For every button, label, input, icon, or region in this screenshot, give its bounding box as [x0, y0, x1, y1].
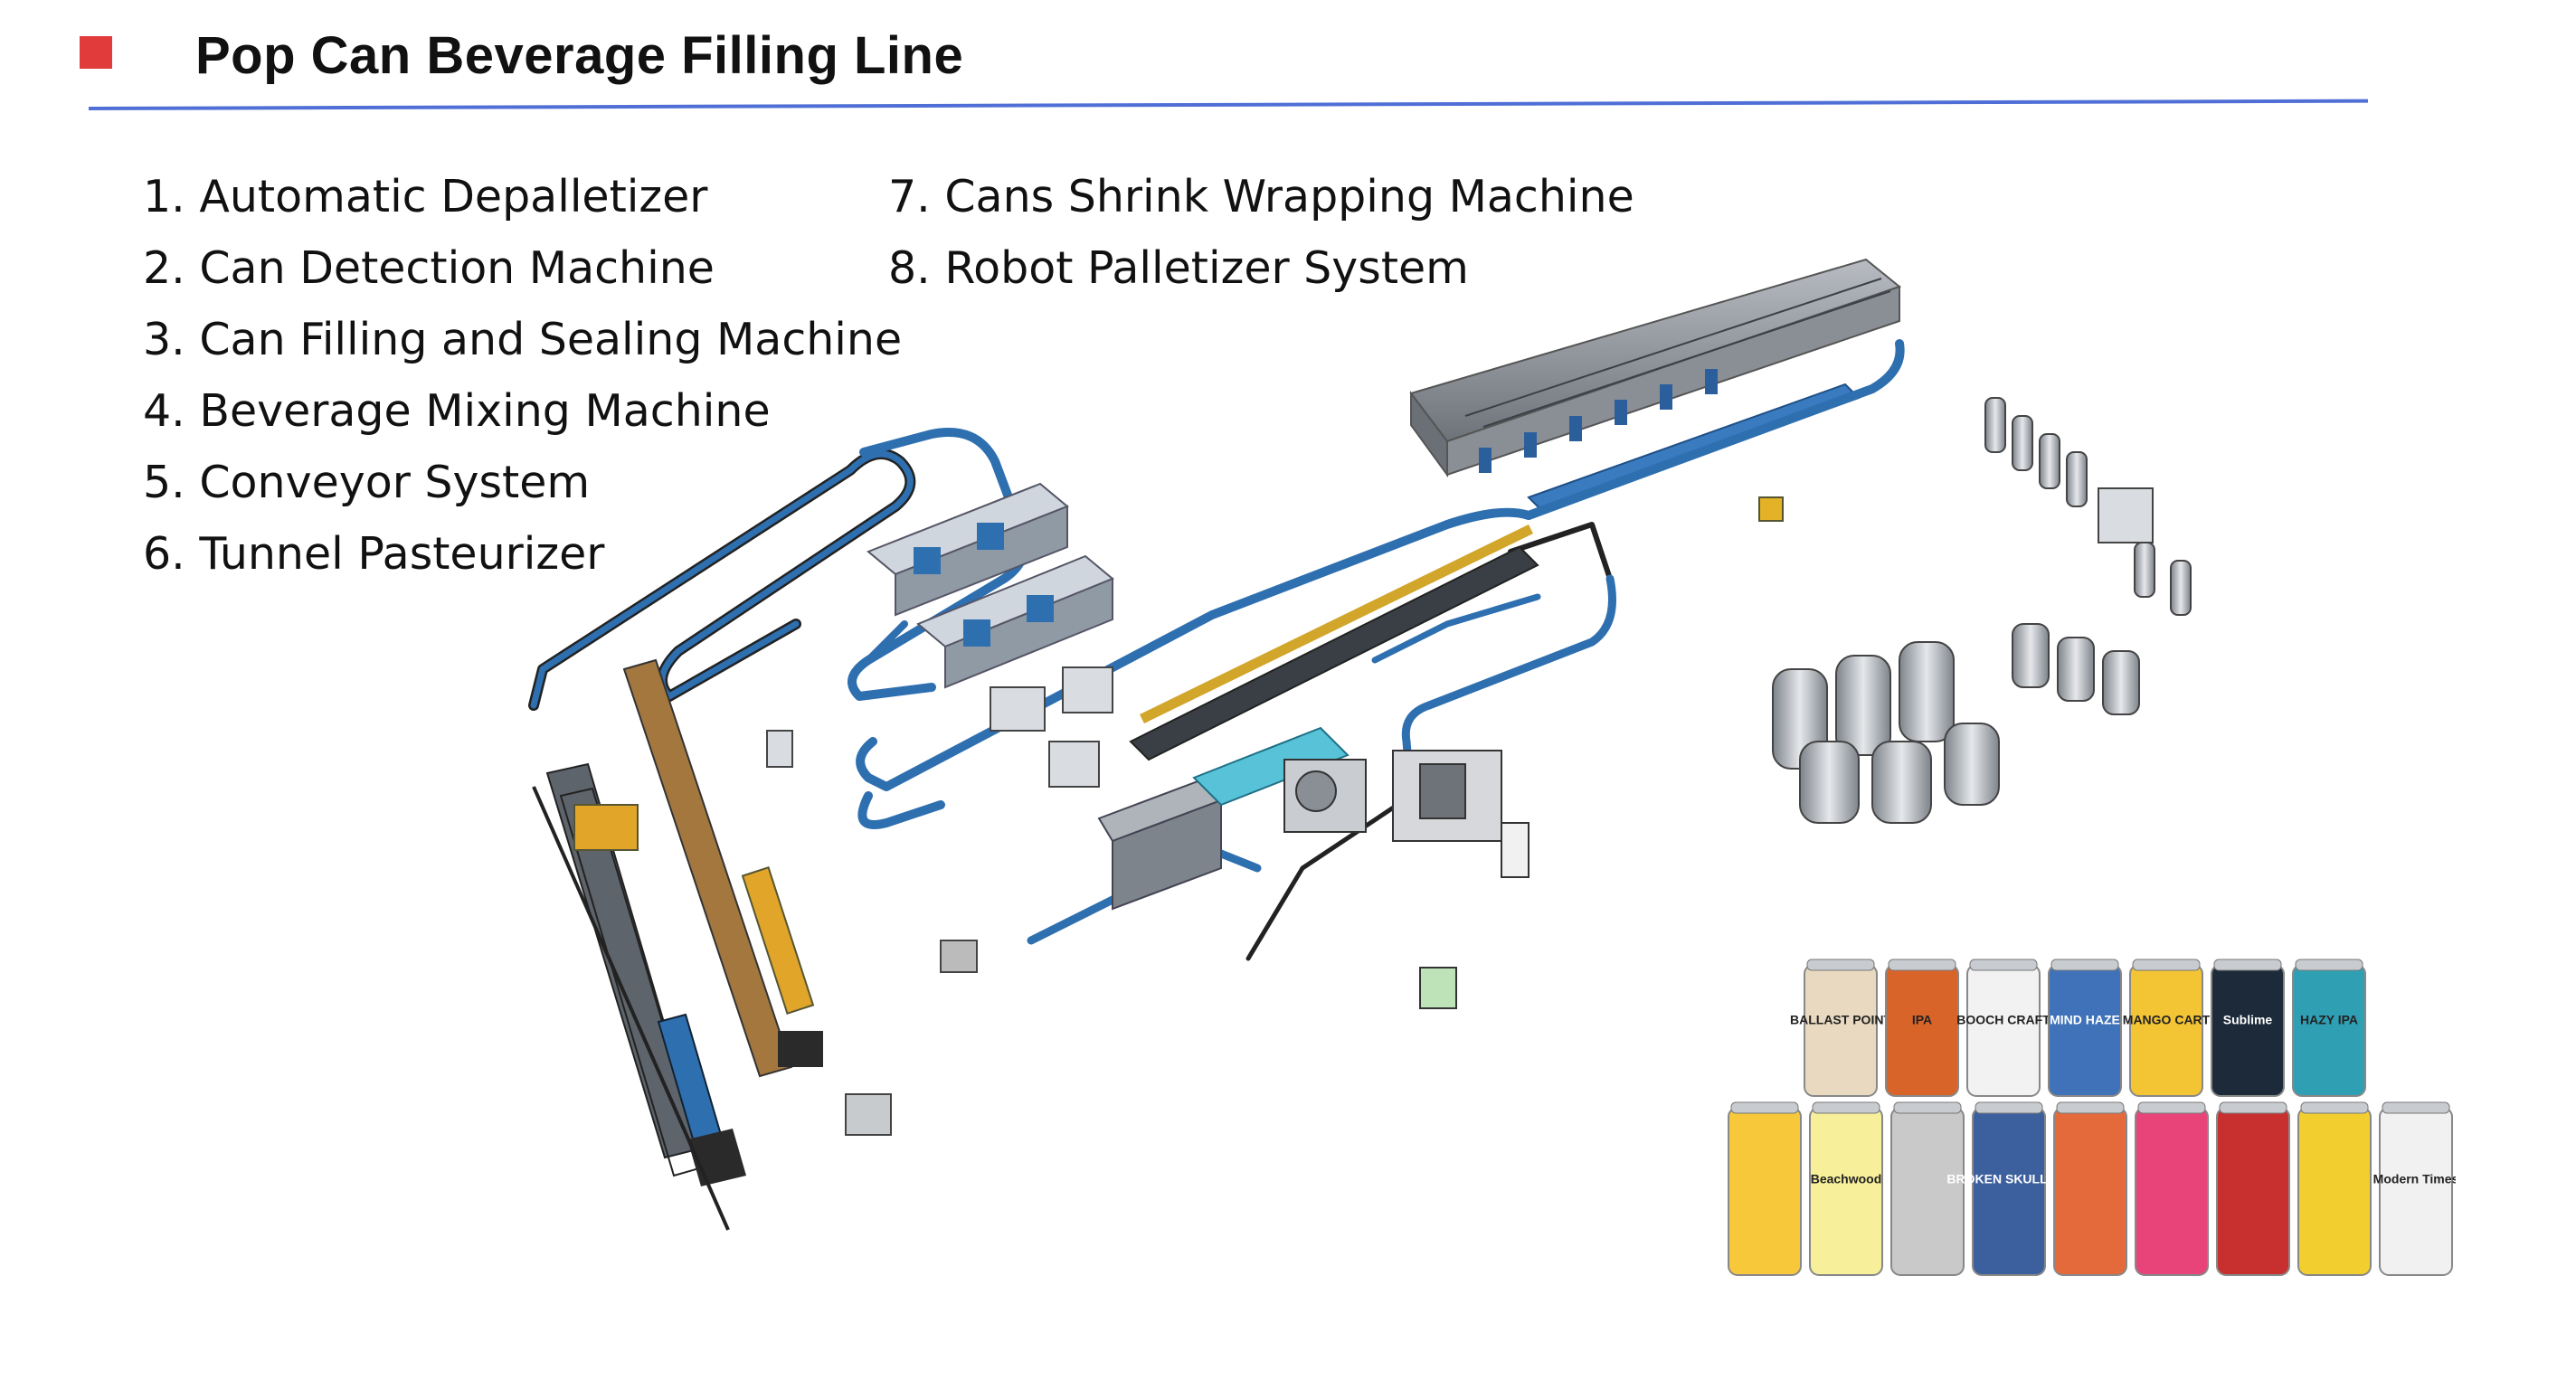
- can-label: MIND HAZE: [2050, 1012, 2120, 1026]
- beverage-can: BOOCH CRAFT: [1956, 959, 2050, 1097]
- water-treatment-equipment: [1984, 397, 2192, 616]
- beverage-can: Sublime: [2211, 959, 2285, 1097]
- list-item: 2. Can Detection Machine: [143, 242, 715, 294]
- beverage-can: Modern Times: [2373, 1101, 2456, 1276]
- beverage-mixing-machines: [1283, 750, 1530, 1009]
- beverage-can: [1890, 1101, 1965, 1276]
- can-label: MANGO CART: [2123, 1012, 2211, 1026]
- can-label: BROKEN SKULL IPA: [1946, 1171, 2070, 1186]
- list-item: 1. Automatic Depalletizer: [143, 171, 708, 222]
- beverage-can: Beachwood: [1809, 1101, 1883, 1276]
- filling-line-illustration: [528, 258, 2192, 1231]
- list-item: 8. Robot Palletizer System: [888, 242, 1469, 294]
- can-label: BALLAST POINT: [1790, 1012, 1891, 1026]
- beverage-can: HAZY IPA: [2292, 959, 2366, 1097]
- control-cabinet: [1758, 496, 1784, 522]
- beverage-can: [1728, 1101, 1802, 1276]
- beverage-can: [2135, 1101, 2209, 1276]
- can-label: Sublime: [2223, 1012, 2273, 1026]
- list-item: 6. Tunnel Pasteurizer: [143, 528, 605, 580]
- beverage-can: IPA: [1885, 959, 1959, 1097]
- beverage-can: [2053, 1101, 2127, 1276]
- can-label: IPA: [1912, 1012, 1932, 1026]
- beverage-can: MIND HAZE: [2048, 959, 2122, 1097]
- beverage-can: [2216, 1101, 2290, 1276]
- beverage-can: BALLAST POINT: [1790, 959, 1891, 1097]
- can-filling-sealing-machines: [867, 482, 1114, 689]
- machine-list-left: 1. Automatic Depalletizer 2. Can Detecti…: [143, 161, 902, 590]
- list-item: 3. Can Filling and Sealing Machine: [143, 314, 903, 365]
- tunnel-pasteurizer: [1409, 258, 1902, 513]
- storage-tanks: [1772, 623, 2140, 824]
- can-detection-machines: [766, 666, 1113, 788]
- shrink-wrapping-machine: [940, 524, 1539, 973]
- can-label: Beachwood: [1811, 1171, 1882, 1186]
- title-marker: [80, 36, 112, 69]
- beverage-can: BROKEN SKULL IPA: [1946, 1101, 2071, 1276]
- machine-list-right: 7. Cans Shrink Wrapping Machine 8. Robot…: [888, 161, 1634, 304]
- can-label: BOOCH CRAFT: [1956, 1012, 2050, 1026]
- can-label: Modern Times: [2373, 1171, 2456, 1186]
- beverage-can: [2297, 1101, 2372, 1276]
- list-item: 4. Beverage Mixing Machine: [143, 385, 771, 437]
- automatic-depalletizer: [532, 762, 746, 1231]
- can-label: HAZY IPA: [2300, 1012, 2358, 1026]
- page-title: Pop Can Beverage Filling Line: [195, 26, 964, 85]
- list-item: 5. Conveyor System: [143, 457, 591, 508]
- robot-palletizer-system: [622, 658, 892, 1136]
- title-divider: [88, 99, 2368, 110]
- beverage-can: MANGO CART: [2123, 959, 2211, 1097]
- list-item: 7. Cans Shrink Wrapping Machine: [888, 171, 1634, 222]
